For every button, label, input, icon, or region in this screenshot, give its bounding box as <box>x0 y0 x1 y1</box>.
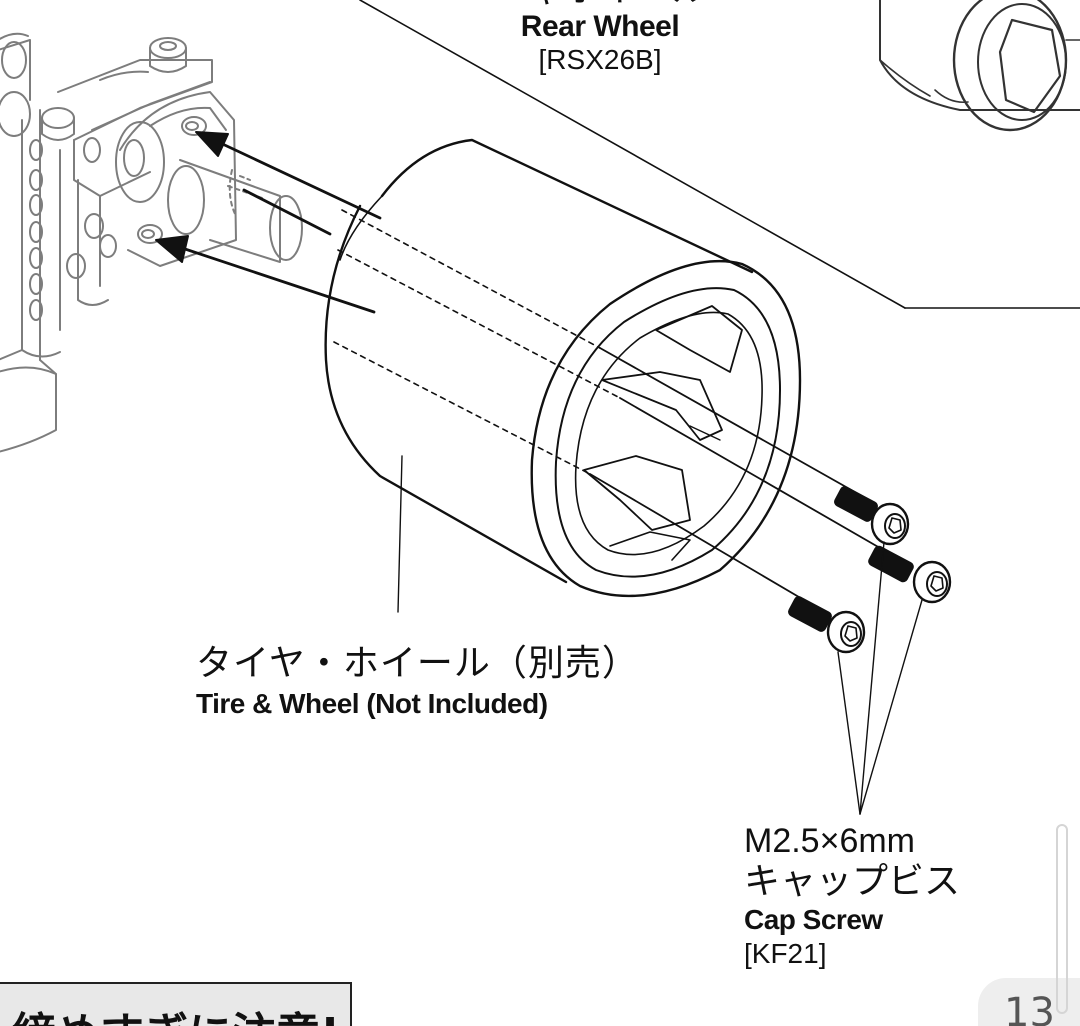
cap-screw-label: M2.5×6mm キャップビス Cap Screw [KF21] <box>744 822 960 969</box>
cap-screw-leader-lines <box>837 541 923 815</box>
cap-screw-jp-label: キャップビス <box>744 861 961 903</box>
tire-wheel-label: タイヤ・ホイール（別売） Tire & Wheel (Not Included) <box>196 643 639 720</box>
caution-note-text: 締めすぎに注意! <box>12 998 340 1026</box>
rear-wheel-label: ャホイール Rear Wheel [RSX26B] <box>490 0 710 75</box>
tire-wheel-en-label: Tire & Wheel (Not Included) <box>196 688 548 720</box>
tire-wheel-jp-label: タイヤ・ホイール（別売） <box>196 643 639 684</box>
rear-wheel-part-code: [RSX26B] <box>538 43 662 75</box>
caution-note-box: 締めすぎに注意! <box>0 982 352 1026</box>
tire-wheel-part <box>324 138 881 601</box>
rear-wheel-part <box>879 0 1080 132</box>
cap-screw-en-label: Cap Screw <box>744 904 883 936</box>
cap-screw-2 <box>868 545 952 604</box>
cap-screw-3 <box>788 596 866 654</box>
rear-wheel-jp-label: ャホイール <box>526 0 710 10</box>
rear-wheel-en-label: Rear Wheel <box>520 10 680 44</box>
cap-screw-size: M2.5×6mm <box>744 822 915 860</box>
chassis-assembly <box>0 32 303 453</box>
cap-screw-part-code: [KF21] <box>744 937 827 969</box>
cap-screw-1 <box>834 486 910 546</box>
scrollbar[interactable] <box>1056 824 1068 1014</box>
insertion-arrows <box>155 131 382 314</box>
page-number-tab <box>978 978 1080 1026</box>
page-number: 13 <box>1004 990 1055 1026</box>
rear-wheel-leader-line <box>359 0 1080 309</box>
tire-leader-line <box>397 455 403 613</box>
